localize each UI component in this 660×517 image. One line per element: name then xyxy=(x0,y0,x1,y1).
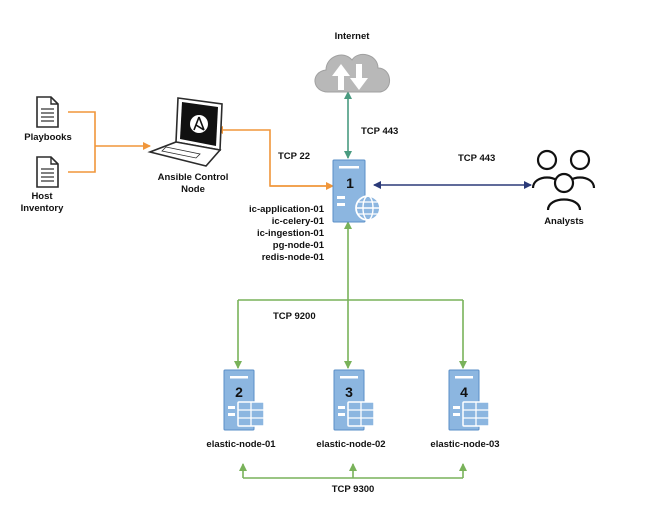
analysts-label: Analysts xyxy=(544,216,584,227)
laptop-icon xyxy=(147,97,223,167)
analysts-icon xyxy=(531,149,596,211)
main-server-hosts: ic-application-01 ic-celery-01 ic-ingest… xyxy=(210,204,324,263)
ansible-logo-icon xyxy=(190,115,208,133)
tcp-443-analysts-label: TCP 443 xyxy=(458,153,496,164)
elastic-node-number: 2 xyxy=(235,384,243,400)
host-name: ic-celery-01 xyxy=(271,215,324,227)
elastic-9300-connector xyxy=(239,463,467,479)
ansible-control-node-label: Ansible Control Node xyxy=(143,172,243,196)
host-inventory-label: Host Inventory xyxy=(12,191,72,215)
elastic-server-icon xyxy=(223,369,265,431)
tcp-22-label: TCP 22 xyxy=(278,151,311,162)
host-inventory-label-line2: Inventory xyxy=(20,202,64,214)
internet-label: Internet xyxy=(334,31,370,42)
host-name: redis-node-01 xyxy=(261,251,324,263)
inventory-document-icon xyxy=(36,156,59,188)
host-name: pg-node-01 xyxy=(272,239,324,251)
elastic-node-label: elastic-node-02 xyxy=(316,439,386,450)
playbooks-label: Playbooks xyxy=(24,132,72,143)
elastic-server-icon xyxy=(333,369,375,431)
ansible-label-line2: Node xyxy=(181,183,205,195)
playbooks-document-icon xyxy=(36,96,59,128)
host-name: ic-ingestion-01 xyxy=(256,227,324,239)
elastic-node-number: 3 xyxy=(345,384,353,400)
host-inventory-label-line1: Host xyxy=(31,191,53,202)
tcp-443-internet-label: TCP 443 xyxy=(361,126,399,137)
playbook-connector xyxy=(68,111,151,173)
elastic-node-number: 4 xyxy=(460,384,468,400)
elastic-node-label: elastic-node-01 xyxy=(206,439,276,450)
ansible-label-line1: Ansible Control xyxy=(157,172,229,183)
tcp-9300-label: TCP 9300 xyxy=(331,484,375,495)
globe-icon xyxy=(355,195,381,221)
main-server-icon xyxy=(332,159,381,223)
tcp-9200-label: TCP 9200 xyxy=(273,311,316,322)
elastic-server-icon xyxy=(448,369,490,431)
elastic-node-label: elastic-node-03 xyxy=(430,439,500,450)
main-server-number: 1 xyxy=(346,175,354,191)
ssh-connector xyxy=(215,126,334,190)
elastic-9200-connector xyxy=(234,221,467,369)
cloud-icon xyxy=(314,53,390,93)
host-name: ic-application-01 xyxy=(249,204,324,215)
